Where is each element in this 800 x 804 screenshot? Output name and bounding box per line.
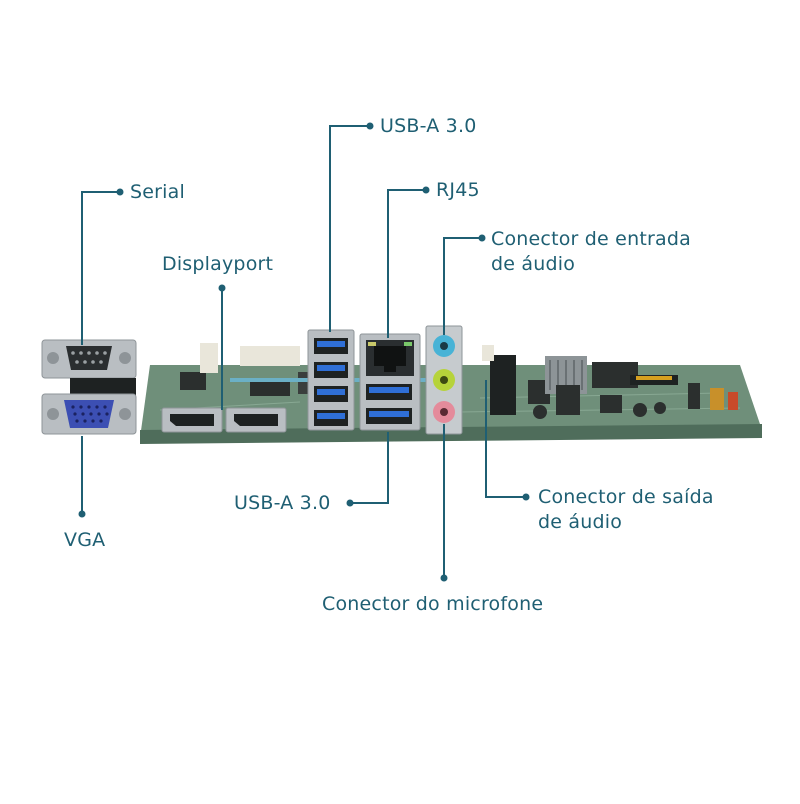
label-audio-in-line1: Conector de entrada xyxy=(491,228,691,250)
callout-audio-in xyxy=(443,237,482,335)
callout-lines xyxy=(81,125,526,578)
chip xyxy=(528,380,550,404)
label-audio-out-line1: Conector de saída xyxy=(538,486,714,508)
label-usb-bottom: USB-A 3.0 xyxy=(234,492,331,514)
chip xyxy=(180,372,206,390)
label-usb-top: USB-A 3.0 xyxy=(380,115,477,137)
capacitor xyxy=(654,402,666,414)
label-audio-out: Conector de saída de áudio xyxy=(538,485,714,535)
callout-audio-out xyxy=(485,380,526,498)
chip xyxy=(250,378,290,396)
label-displayport: Displayport xyxy=(162,253,274,275)
capacitor xyxy=(533,405,547,419)
usb-port-icon xyxy=(307,329,355,431)
callout-serial xyxy=(81,191,120,345)
slot-bracket xyxy=(240,346,300,366)
displayport-port-icon xyxy=(161,407,287,433)
label-microphone: Conector do microfone xyxy=(322,593,544,615)
audio-jack-icon xyxy=(425,325,463,435)
slot-bracket xyxy=(200,343,218,373)
label-audio-in-line2: de áudio xyxy=(491,253,576,275)
db9-serial-port-icon xyxy=(41,339,137,396)
vga-port-icon xyxy=(41,393,137,435)
label-audio-in: Conector de entrada de áudio xyxy=(491,227,691,277)
rj45-port-icon xyxy=(359,333,421,431)
label-serial: Serial xyxy=(130,181,185,203)
slot-bracket xyxy=(482,345,494,361)
chip xyxy=(490,355,516,415)
capacitor xyxy=(728,392,738,410)
capacitor xyxy=(688,383,700,409)
callout-usb-top xyxy=(329,125,370,332)
chip xyxy=(600,395,622,413)
usb-port-icon xyxy=(366,384,412,424)
chip xyxy=(556,385,580,415)
callout-dots xyxy=(78,122,530,582)
callout-usb-bottom xyxy=(350,432,389,504)
capacitor xyxy=(710,388,724,410)
callout-rj45 xyxy=(387,189,426,338)
capacitor xyxy=(633,403,647,417)
label-vga: VGA xyxy=(64,529,106,551)
label-rj45: RJ45 xyxy=(436,179,480,201)
label-audio-out-line2: de áudio xyxy=(538,511,623,533)
connector-pins xyxy=(636,376,672,380)
